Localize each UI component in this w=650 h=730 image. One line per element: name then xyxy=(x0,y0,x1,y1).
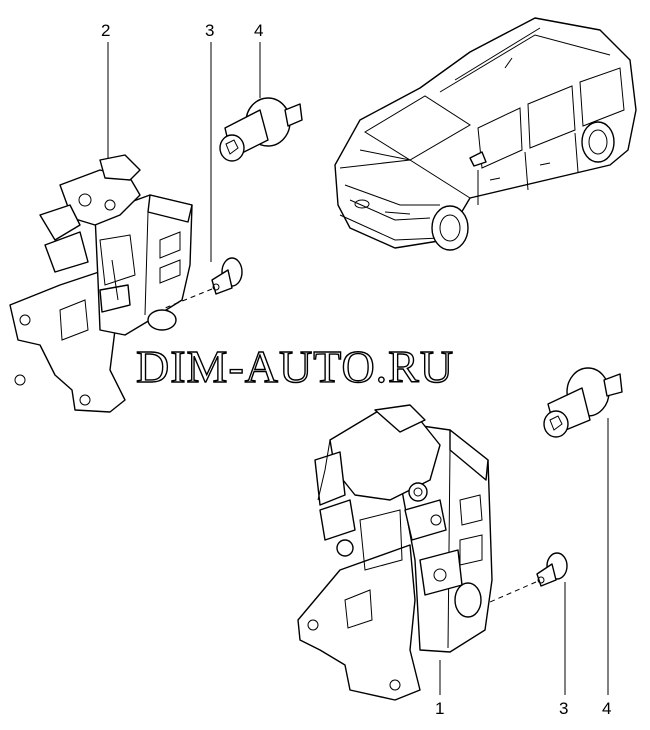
callout-3-bottom: 3 xyxy=(559,699,568,718)
screw-top xyxy=(211,257,243,295)
callout-4-top: 4 xyxy=(254,21,263,40)
callout-3-top: 3 xyxy=(205,21,214,40)
bolt-top xyxy=(219,97,303,162)
screw-bottom xyxy=(536,552,568,587)
callout-1: 1 xyxy=(435,699,444,718)
car-illustration xyxy=(334,17,637,251)
bolt-bottom xyxy=(543,367,623,438)
callout-2: 2 xyxy=(101,21,110,40)
callout-4-bottom: 4 xyxy=(602,699,611,718)
door-lock-front-assembly xyxy=(297,404,493,701)
door-lock-rear-assembly xyxy=(9,154,193,413)
watermark: DIM-AUTO.RU xyxy=(136,341,454,392)
install-line-bottom xyxy=(489,581,537,603)
